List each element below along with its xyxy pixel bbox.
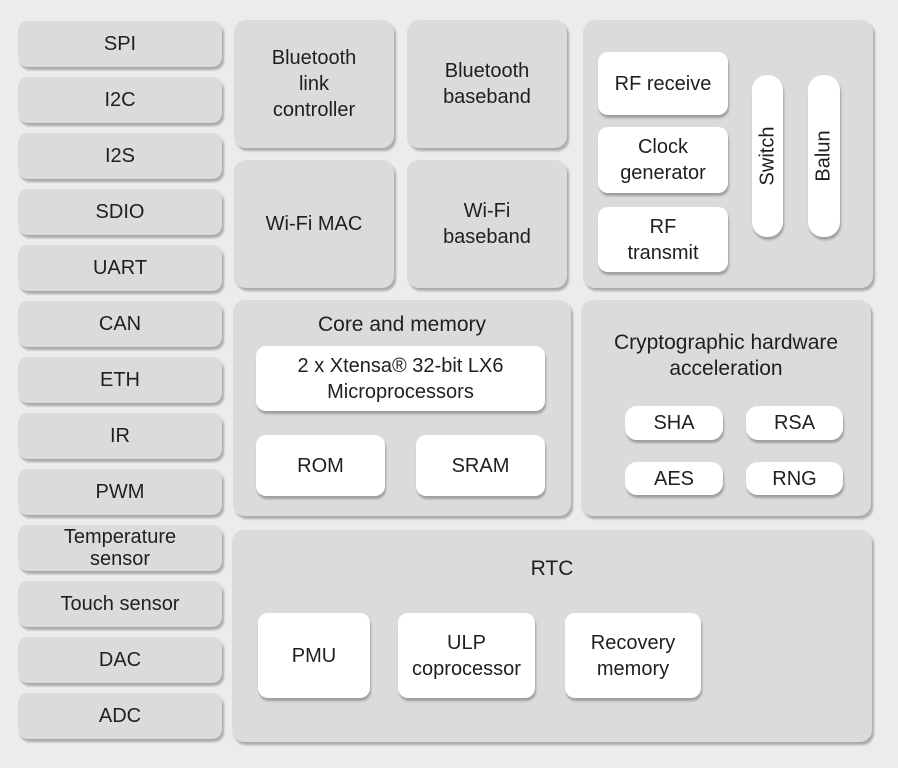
block-label: ROM (297, 454, 344, 477)
rf-section: RF receive Clock generator RF transmit S… (583, 20, 873, 288)
block-label: Clock generator (620, 136, 706, 184)
block-label: RF transmit (627, 215, 699, 264)
sram-block: SRAM (416, 435, 545, 496)
peripheral-label: DAC (98, 648, 142, 671)
bluetooth-link-controller-block: Bluetooth link controller (234, 20, 394, 148)
peripheral-block-pwm: PWM (18, 469, 222, 515)
aes-block: AES (625, 462, 723, 495)
peripheral-label: Touch sensor (60, 592, 180, 615)
clock-generator-block: Clock generator (598, 127, 728, 193)
sha-block: SHA (625, 406, 723, 440)
peripheral-block-i2s: I2S (18, 133, 222, 179)
block-label: Recovery memory (590, 631, 676, 680)
block-label: RSA (773, 412, 816, 434)
core-and-memory-section: Core and memory 2 x Xtensa® 32-bit LX6 M… (233, 300, 571, 516)
block-label: 2 x Xtensa® 32-bit LX6 Microprocessors (297, 354, 504, 403)
peripheral-label: PWM (95, 480, 145, 503)
rtc-section: RTC PMU ULP coprocessor Recovery memory (232, 530, 872, 742)
rf-receive-block: RF receive (598, 52, 728, 115)
peripheral-block-spi: SPI (18, 21, 222, 67)
block-label: AES (653, 467, 695, 490)
ulp-coprocessor-block: ULP coprocessor (398, 613, 535, 698)
block-label: RF receive (614, 72, 712, 95)
peripheral-block-can: CAN (18, 301, 222, 347)
peripheral-block-adc: ADC (18, 693, 222, 739)
peripheral-label: SPI (103, 32, 137, 55)
peripheral-block-ir: IR (18, 413, 222, 459)
peripheral-label: I2S (104, 144, 136, 167)
crypto-title: Cryptographic hardware acceleration (613, 331, 839, 381)
block-label: RNG (772, 467, 817, 490)
rom-block: ROM (256, 435, 385, 496)
block-label: ULP coprocessor (412, 631, 521, 680)
peripheral-block-temperature-sensor: Temperature sensor (18, 525, 222, 571)
peripheral-block-sdio: SDIO (18, 189, 222, 235)
peripheral-block-touch-sensor: Touch sensor (18, 581, 222, 627)
block-label: Wi-Fi MAC (265, 213, 363, 235)
peripheral-label: IR (110, 424, 130, 447)
switch-block: Switch (752, 75, 783, 237)
block-label: Bluetooth baseband (443, 60, 531, 108)
peripheral-block-uart: UART (18, 245, 222, 291)
pmu-block: PMU (258, 613, 370, 698)
recovery-memory-block: Recovery memory (565, 613, 701, 698)
block-label: Bluetooth link controller (271, 47, 357, 121)
rf-transmit-block: RF transmit (598, 207, 728, 272)
peripheral-label: ADC (98, 704, 142, 727)
peripheral-label: Temperature sensor (63, 525, 177, 570)
block-label: Wi-Fi baseband (443, 200, 531, 248)
peripheral-label: SDIO (95, 200, 145, 223)
peripheral-label: ETH (100, 368, 140, 391)
crypto-section: Cryptographic hardware acceleration SHA … (581, 300, 871, 516)
peripheral-block-i2c: I2C (18, 77, 222, 123)
balun-block: Balun (808, 75, 840, 237)
xtensa-microprocessors-block: 2 x Xtensa® 32-bit LX6 Microprocessors (256, 346, 545, 411)
peripheral-label: I2C (104, 88, 136, 111)
bluetooth-baseband-block: Bluetooth baseband (407, 20, 567, 148)
block-label: Switch (756, 126, 779, 186)
block-label: SRAM (451, 454, 510, 477)
wifi-mac-block: Wi-Fi MAC (234, 160, 394, 288)
peripheral-block-eth: ETH (18, 357, 222, 403)
block-label: SHA (653, 412, 695, 434)
peripheral-block-dac: DAC (18, 637, 222, 683)
block-label: PMU (291, 644, 337, 667)
core-and-memory-title: Core and memory (317, 313, 487, 336)
rtc-title: RTC (530, 557, 574, 580)
peripheral-label: CAN (98, 312, 142, 335)
wifi-baseband-block: Wi-Fi baseband (407, 160, 567, 288)
rng-block: RNG (746, 462, 843, 495)
peripheral-label: UART (92, 256, 148, 279)
block-label: Balun (813, 130, 835, 182)
rsa-block: RSA (746, 406, 843, 440)
